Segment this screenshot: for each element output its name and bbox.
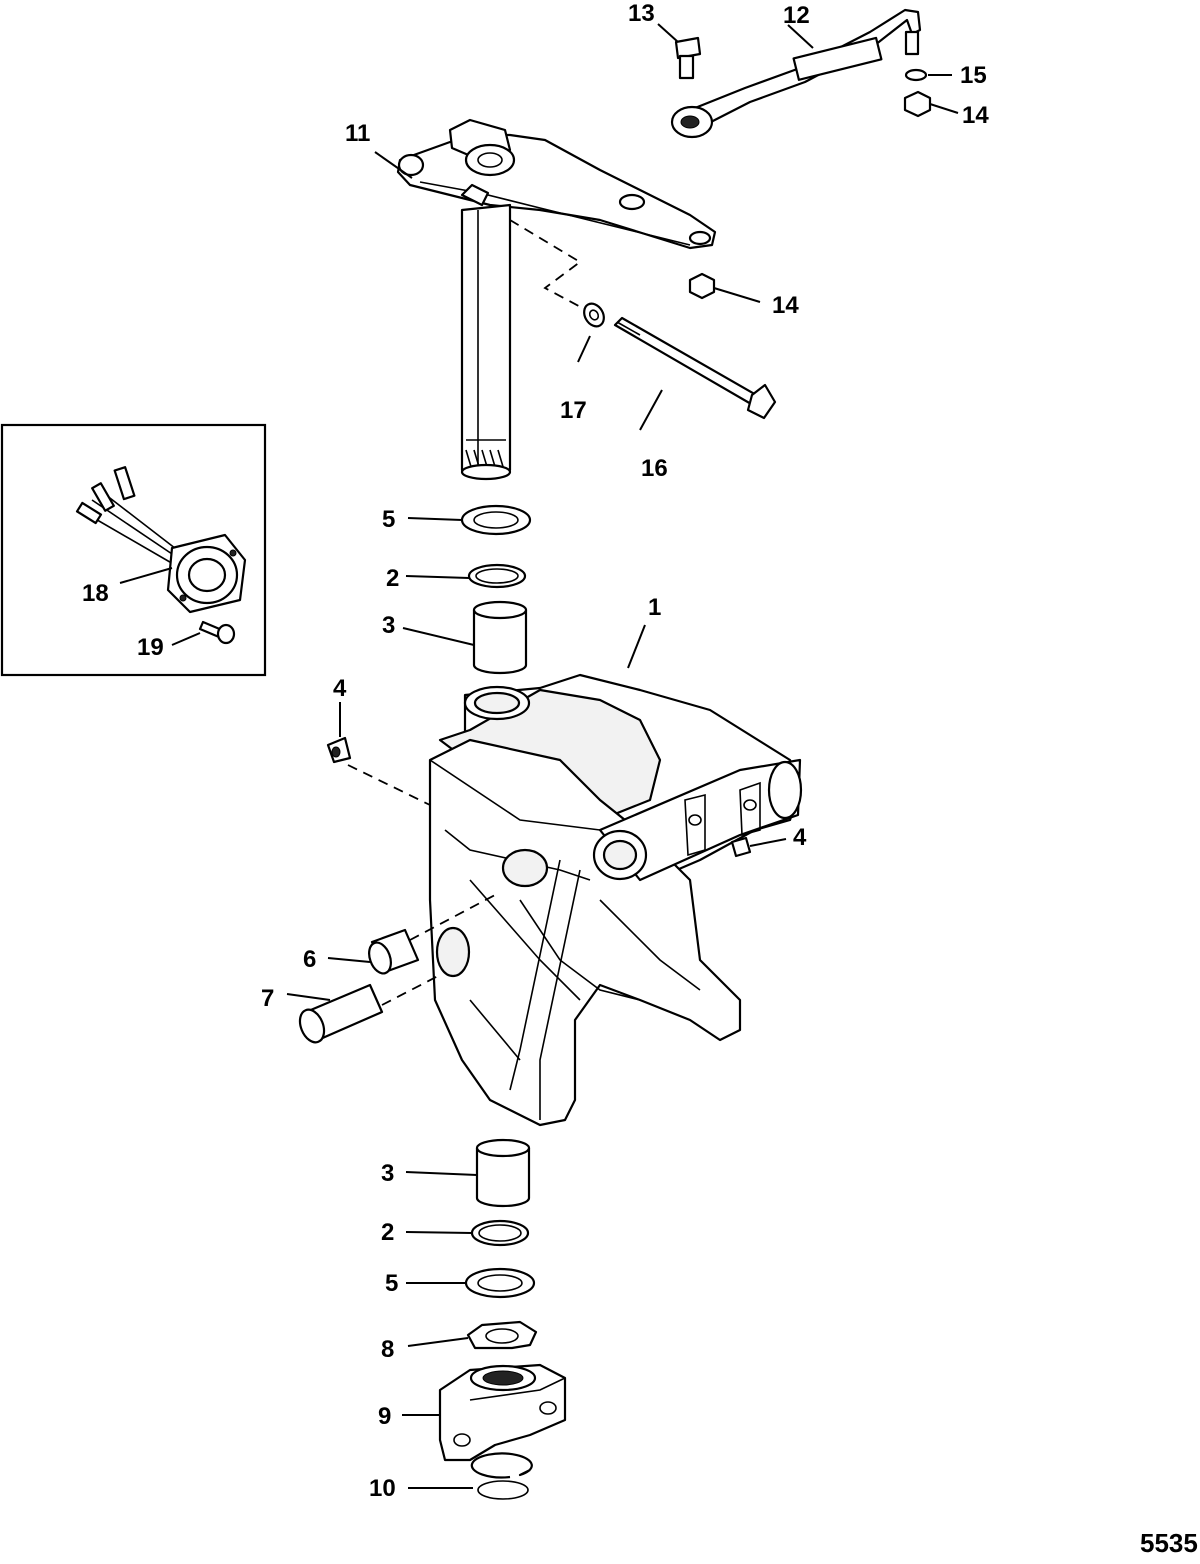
callout-4-right: 4	[793, 824, 807, 851]
callout-1: 1	[648, 594, 662, 621]
part-7-bushing	[298, 983, 384, 1044]
leader-17	[577, 335, 591, 363]
part-18-trim-sender	[75, 466, 247, 614]
callout-10: 10	[369, 1475, 396, 1502]
part-14-nut-upper	[903, 90, 932, 118]
callout-16: 16	[641, 455, 668, 482]
leader-6	[327, 957, 371, 963]
dash-7	[381, 974, 441, 1006]
part-4-fitting-left	[326, 736, 352, 764]
callout-5-upper: 5	[382, 506, 396, 533]
part-2-ring-upper	[467, 563, 527, 589]
part-15-washer	[904, 68, 928, 82]
leader-11	[374, 151, 413, 179]
callout-3-upper: 3	[382, 612, 396, 639]
part-3-bushing-lower	[475, 1138, 531, 1208]
callout-13: 13	[628, 0, 655, 27]
part-8-tab-washer	[466, 1320, 538, 1350]
leader-14-upper	[929, 103, 959, 114]
leader-4-right	[749, 838, 787, 847]
drawing-code: 5535	[1140, 1528, 1198, 1558]
leader-12	[787, 24, 814, 49]
leader-16	[639, 389, 663, 431]
leader-3-upper	[402, 627, 475, 646]
callout-19: 19	[137, 634, 164, 661]
leader-2-upper	[405, 575, 470, 579]
part-12-link-rod	[670, 8, 922, 139]
part-10-snap-ring	[470, 1452, 533, 1500]
part-5-washer-upper	[460, 504, 532, 536]
dash-11-to-16	[509, 219, 591, 313]
callout-6: 6	[303, 946, 317, 973]
part-6-bushing	[368, 928, 420, 975]
part-11-steering-arm	[396, 118, 717, 481]
part-17-washer	[583, 302, 605, 328]
leader-19	[171, 632, 201, 646]
callout-18: 18	[82, 580, 109, 607]
callout-11: 11	[345, 120, 371, 147]
part-14-nut-lower	[688, 272, 716, 300]
inset-frame	[0, 423, 267, 677]
callout-3-lower: 3	[381, 1160, 395, 1187]
leader-13	[657, 23, 679, 43]
leader-8	[407, 1337, 469, 1347]
callout-4-left: 4	[333, 675, 347, 702]
part-19-screw	[198, 620, 236, 645]
callout-7: 7	[261, 985, 275, 1012]
part-9-yoke	[438, 1363, 567, 1462]
callout-9: 9	[378, 1403, 392, 1430]
leader-3-lower	[405, 1171, 478, 1176]
callout-5-lower: 5	[385, 1270, 399, 1297]
callout-8: 8	[381, 1336, 395, 1363]
dash-4-left	[347, 764, 431, 806]
callout-14-lower: 14	[772, 292, 799, 319]
callout-14-upper: 14	[962, 102, 989, 129]
callout-2-upper: 2	[386, 565, 400, 592]
part-16-long-bolt	[613, 316, 777, 420]
leader-2-lower	[405, 1231, 473, 1234]
callout-17: 17	[560, 397, 587, 424]
part-13-bolt	[674, 36, 702, 80]
part-1-swivel-bracket	[428, 673, 803, 1127]
leader-14-lower	[713, 287, 761, 303]
part-3-bushing-upper	[472, 600, 528, 675]
leader-7	[286, 993, 331, 1001]
leader-1	[627, 624, 646, 669]
leader-5-upper	[407, 517, 463, 521]
leader-18	[119, 567, 173, 584]
callout-15: 15	[960, 62, 987, 89]
part-2-ring-lower	[470, 1219, 530, 1247]
part-4-fitting-right	[730, 836, 752, 858]
part-5-washer-lower	[464, 1267, 536, 1299]
callout-12: 12	[783, 2, 810, 29]
callout-2-lower: 2	[381, 1219, 395, 1246]
